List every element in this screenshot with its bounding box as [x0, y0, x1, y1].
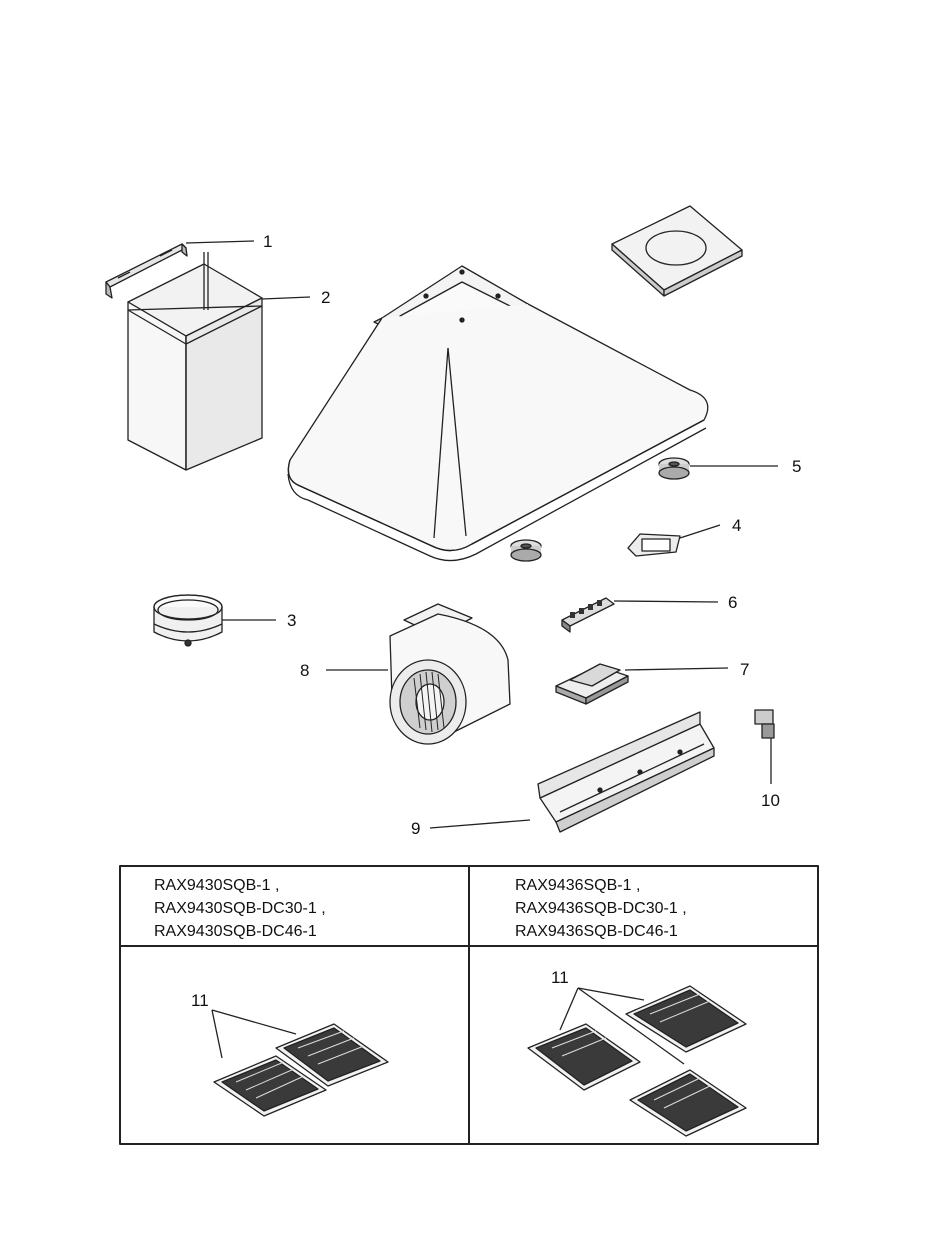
part-5-light-second: [511, 540, 541, 561]
callout-9: 9: [411, 819, 420, 838]
right-model-2: RAX9436SQB-DC30-1 ,: [515, 897, 687, 920]
mounting-plate: [612, 206, 742, 296]
callout-4: 4: [732, 516, 741, 535]
range-hood-body: [288, 266, 708, 561]
left-model-1: RAX9430SQB-1 ,: [154, 874, 326, 897]
callout-7: 7: [740, 660, 749, 679]
right-model-3: RAX9436SQB-DC46-1: [515, 920, 687, 943]
part-9-filter-rail: [538, 712, 714, 832]
callout-3: 3: [287, 611, 296, 630]
charcoal-filters-right: [528, 986, 746, 1136]
part-2-chimney-cover: [128, 252, 262, 470]
callout-6: 6: [728, 593, 737, 612]
part-5-light: [659, 458, 689, 479]
callout-8: 8: [300, 661, 309, 680]
callout-2: 2: [321, 288, 330, 307]
part-10-connector: [755, 710, 774, 738]
right-model-list: RAX9436SQB-1 , RAX9436SQB-DC30-1 , RAX94…: [515, 874, 687, 943]
callout-11-right: 11: [551, 968, 569, 987]
charcoal-filters-left: [212, 1010, 388, 1116]
left-model-2: RAX9430SQB-DC30-1 ,: [154, 897, 326, 920]
callout-11-left: 11: [191, 991, 209, 1010]
right-model-1: RAX9436SQB-1 ,: [515, 874, 687, 897]
part-3-duct-collar: [154, 595, 222, 646]
part-6-switch-panel: [562, 598, 614, 632]
left-model-list: RAX9430SQB-1 , RAX9430SQB-DC30-1 , RAX94…: [154, 874, 326, 943]
left-model-3: RAX9430SQB-DC46-1: [154, 920, 326, 943]
part-4-control-cover: [628, 534, 680, 556]
callout-1: 1: [263, 232, 272, 251]
part-7-control-housing: [556, 664, 628, 704]
callout-5: 5: [792, 457, 801, 476]
callout-10: 10: [761, 791, 780, 810]
part-8-blower: [390, 604, 510, 744]
